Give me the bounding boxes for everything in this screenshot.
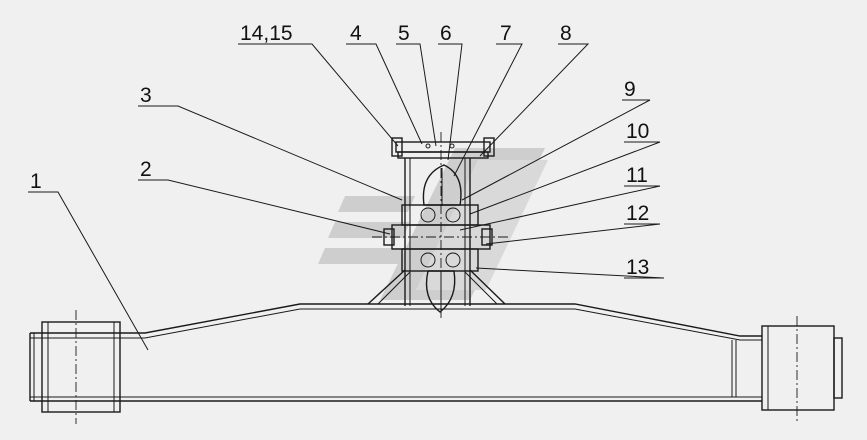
left-eye-bushing xyxy=(41,310,121,424)
callout-label-14-15: 14,15 xyxy=(240,22,293,45)
callout-label-2: 2 xyxy=(140,158,152,181)
right-bushing xyxy=(761,316,843,424)
callout-label-9: 9 xyxy=(624,78,636,101)
callout-label-5: 5 xyxy=(398,22,410,45)
callout-label-13: 13 xyxy=(626,256,649,279)
roller-assembly xyxy=(367,132,508,318)
callout-labels: 14,15 4 5 6 7 8 9 3 10 2 11 1 12 13 xyxy=(30,22,649,279)
leader-lines xyxy=(28,43,665,351)
callout-label-12: 12 xyxy=(626,202,649,225)
callout-label-3: 3 xyxy=(140,84,152,107)
callout-label-11: 11 xyxy=(626,164,648,187)
callout-label-8: 8 xyxy=(560,22,572,45)
callout-label-10: 10 xyxy=(626,120,649,143)
callout-label-4: 4 xyxy=(350,22,362,45)
beam-body xyxy=(29,303,762,402)
callout-label-7: 7 xyxy=(500,22,512,45)
chevron-logo-watermark xyxy=(318,148,548,300)
callout-label-1: 1 xyxy=(30,170,42,193)
callout-label-6: 6 xyxy=(440,22,452,45)
